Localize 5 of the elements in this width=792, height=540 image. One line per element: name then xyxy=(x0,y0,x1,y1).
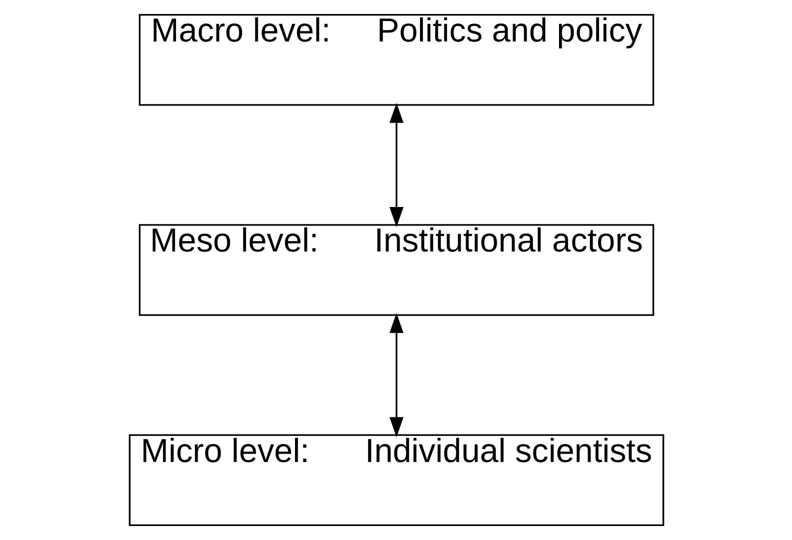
node-box: Micro level: Individual scientists xyxy=(128,434,664,526)
node-box: Macro level: Politics and policy xyxy=(138,14,654,106)
arrow xyxy=(388,313,404,438)
arrow xyxy=(388,102,404,228)
node-box: Meso level: Institutional actors xyxy=(138,224,654,316)
